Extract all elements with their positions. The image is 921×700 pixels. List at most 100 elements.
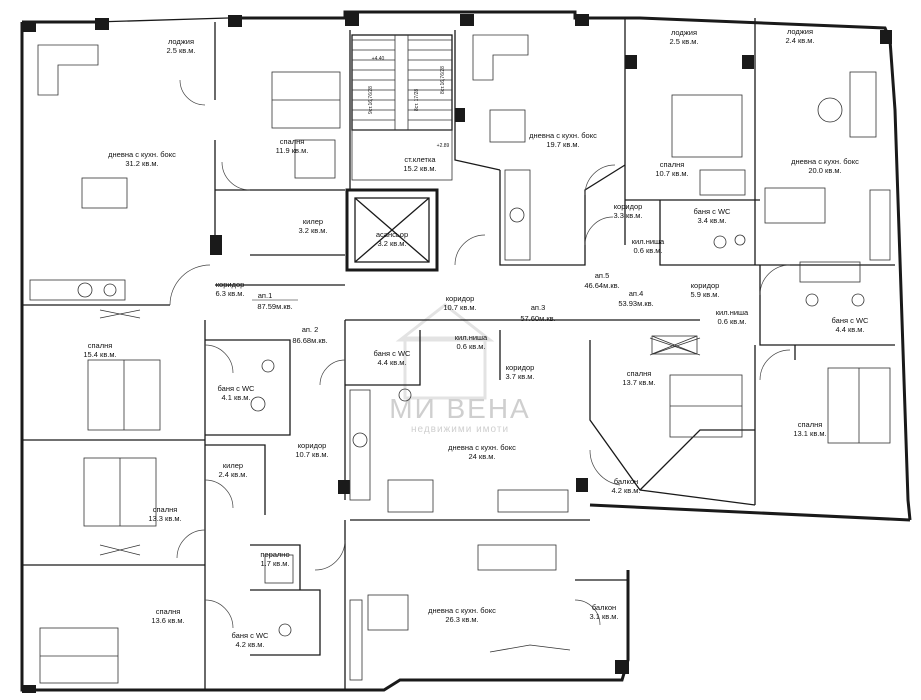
apartment-area: 86.68м.кв. xyxy=(292,336,327,345)
door-swing xyxy=(204,599,234,629)
sofa xyxy=(497,489,569,513)
wardrobe xyxy=(651,335,698,355)
coffee-table xyxy=(817,97,843,123)
staircase: 9ст.16,76/28 8ст. 17/28 8ст.16,76/28 +4.… xyxy=(351,34,453,181)
wall xyxy=(759,265,895,346)
room-name: килер xyxy=(303,217,323,226)
room-a2-laundry: перално 1.7 кв.м. xyxy=(260,550,289,568)
room-area: 4.2 кв.м. xyxy=(611,486,640,495)
room-area: 0.6 кв.м. xyxy=(456,342,485,351)
room-a4-niche: кил.ниша 0.6 кв.м. xyxy=(716,308,749,326)
door-swing xyxy=(204,479,234,509)
column xyxy=(338,480,350,494)
room-area: 4.4 кв.м. xyxy=(377,358,406,367)
room-name: баня с WC xyxy=(694,207,731,216)
column xyxy=(880,30,892,44)
wall xyxy=(454,30,501,171)
room-a3-bedroom: спалня 13.7 кв.м. xyxy=(622,369,655,387)
room-name: баня с WC xyxy=(218,384,255,393)
apartment-name: ап.3 xyxy=(531,303,546,312)
outer-wall-lower-right xyxy=(589,503,911,522)
double-bed xyxy=(39,627,119,684)
door-swing xyxy=(319,359,346,386)
stair-outline xyxy=(351,34,453,131)
room-a1-loggia: лоджия 2.5 кв.м. xyxy=(166,37,195,55)
room-area: 3.2 кв.м. xyxy=(377,239,406,248)
room-a3-niche: кил.ниша 0.6 кв.м. xyxy=(455,333,488,351)
room-name: кил.ниша xyxy=(716,308,749,317)
room-a5-loggia: лоджия 2.5 кв.м. xyxy=(669,28,698,46)
wall xyxy=(659,200,760,266)
loggia-edge-2 xyxy=(639,17,886,29)
room-area: 13.6 кв.м. xyxy=(151,616,184,625)
toilet xyxy=(278,623,292,637)
room-area: 4.1 кв.м. xyxy=(221,393,250,402)
room-name: балкон xyxy=(614,477,638,486)
room-name: коридор xyxy=(691,281,720,290)
washer xyxy=(805,293,819,307)
room-name: дневна с кухн. бокс xyxy=(428,606,496,615)
room-area: 1.7 кв.м. xyxy=(260,559,289,568)
door-swing xyxy=(169,264,211,306)
room-area: 5.9 кв.м. xyxy=(690,290,719,299)
room-area: 0.6 кв.м. xyxy=(717,317,746,326)
room-name: спалня xyxy=(280,137,305,146)
stair-label-mid: 8ст. 17/28 xyxy=(414,89,420,112)
interior-walls xyxy=(22,18,895,690)
stove xyxy=(103,283,117,297)
watermark-tagline: недвижими имоти xyxy=(411,424,509,435)
room-a1-closet: килер 3.2 кв.м. xyxy=(298,217,327,235)
room-a2-bedroom-3: спалня 13.6 кв.м. xyxy=(151,607,184,625)
room-area: 11.9 кв.м. xyxy=(276,146,309,155)
window-mark xyxy=(99,309,141,319)
column xyxy=(228,15,242,27)
apartment-name: ап. 2 xyxy=(302,325,319,334)
sink xyxy=(352,432,368,448)
room-a1-living: дневна с кухн. бокс 31.2 кв.м. xyxy=(108,150,176,168)
room-name: дневна с кухн. бокс xyxy=(448,443,516,452)
room-area: 20.0 кв.м. xyxy=(808,166,841,175)
outer-wall-top-right xyxy=(228,10,912,521)
room-name: лоджия xyxy=(787,27,813,36)
dining-table xyxy=(387,479,434,513)
column xyxy=(22,685,36,693)
room-a3-corridor: коридор 3.7 кв.м. xyxy=(505,363,534,381)
room-a2-corridor: коридор 10.7 кв.м. xyxy=(295,441,328,459)
room-area: 2.5 кв.м. xyxy=(166,46,195,55)
door-swing xyxy=(759,349,791,381)
windows xyxy=(99,309,701,556)
wardrobe xyxy=(699,169,746,196)
room-area: 6.3 кв.м. xyxy=(215,289,244,298)
room-a2-bath-1: баня с WC 4.1 кв.м. xyxy=(218,384,255,402)
sofa xyxy=(477,544,557,571)
corner-sofa xyxy=(37,44,99,96)
room-elevator: асансьор 3.2 кв.м. xyxy=(376,230,408,248)
wardrobe xyxy=(294,139,336,179)
room-area: 3.3 кв.м. xyxy=(613,211,642,220)
room-a4-living: дневна с кухн. бокс 20.0 кв.м. xyxy=(791,157,859,175)
room-area: 3.2 кв.м. xyxy=(298,226,327,235)
column xyxy=(455,108,465,122)
room-a5-bath: баня с WC 3.4 кв.м. xyxy=(694,207,731,225)
dining-table xyxy=(367,594,409,631)
door-swing xyxy=(204,344,234,374)
room-name: балкон xyxy=(592,603,616,612)
sink xyxy=(509,207,525,223)
room-a2-closet: килер 2.4 кв.м. xyxy=(218,461,247,479)
structural-columns xyxy=(22,12,892,693)
watermark-logo-roof xyxy=(395,303,495,342)
room-a2-balcony: балкон 3.1 кв.м. xyxy=(589,603,618,621)
column xyxy=(575,14,589,26)
elevator-cab xyxy=(354,197,430,263)
room-name: баня с WC xyxy=(832,316,869,325)
wall xyxy=(639,429,755,491)
toilet xyxy=(713,235,727,249)
column xyxy=(22,22,36,32)
apartment-name: ап.1 xyxy=(258,291,273,300)
room-name: коридор xyxy=(614,202,643,211)
room-name: баня с WC xyxy=(374,349,411,358)
wardrobe-cross xyxy=(651,335,698,355)
column xyxy=(95,18,109,30)
room-a2-bath-2: баня с WC 4.2 кв.м. xyxy=(232,631,269,649)
